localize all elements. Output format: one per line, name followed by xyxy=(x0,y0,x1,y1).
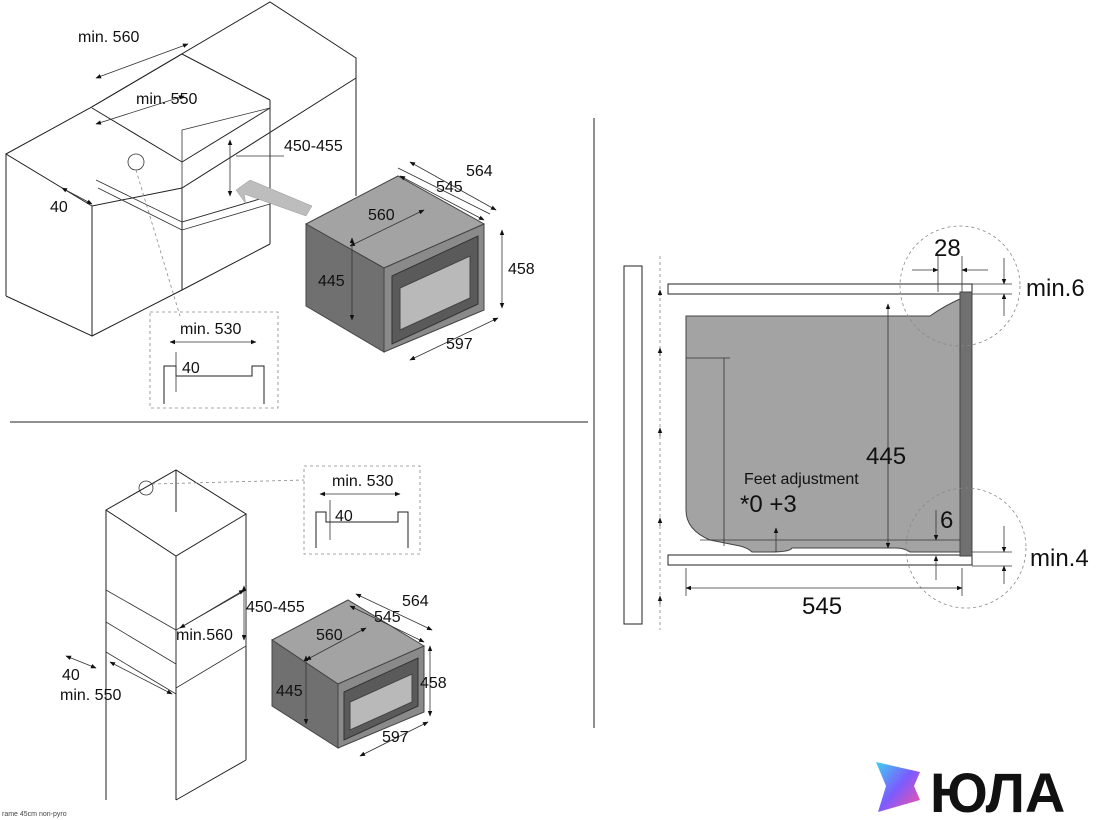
cab-inner-label: min. 550 xyxy=(136,91,197,108)
bl-niche-height-label: 450-455 xyxy=(246,599,305,616)
bottom-left-dimensions: 450-455 min.560 40 min. 550 xyxy=(60,585,305,704)
bl-vent-width-label: min. 530 xyxy=(332,473,393,490)
oven-front-height-label: 458 xyxy=(508,261,535,278)
top-left-dimensions: min. 560 min. 550 450-455 40 xyxy=(50,29,343,216)
bottom-left-oven: 564 545 560 445 458 597 xyxy=(271,593,447,757)
bl-vent-depth-label: 40 xyxy=(335,508,353,525)
yula-logo-mark xyxy=(876,762,920,812)
height-label: 445 xyxy=(866,443,906,470)
bl-cab-width-label: min.560 xyxy=(176,627,233,644)
bl-oven-front-width-label: 597 xyxy=(382,729,409,746)
top-left-cabinet xyxy=(4,1,357,337)
oven-depth-label: 545 xyxy=(436,179,463,196)
yula-logo-text: ЮЛА xyxy=(930,761,1065,820)
bl-cab-inner-label: min. 550 xyxy=(60,687,121,704)
vent-depth-label: 40 xyxy=(182,360,200,377)
footer-caption: rame 45cm non-pyro xyxy=(2,811,67,818)
oven-width-label: 560 xyxy=(368,207,395,224)
top-gap-label: min.6 xyxy=(1026,275,1085,302)
oven-height-label: 445 xyxy=(318,273,345,290)
bl-oven-width-label: 560 xyxy=(316,627,343,644)
feet-adjustment-label: Feet adjustment xyxy=(744,471,859,488)
top-offset-label: 28 xyxy=(934,235,961,262)
bl-oven-depth-total-label: 564 xyxy=(402,593,429,610)
bl-oven-depth-label: 545 xyxy=(374,609,401,626)
bl-oven-height-label: 445 xyxy=(276,683,303,700)
yula-logo: ЮЛА xyxy=(876,761,1065,820)
bl-front-gap-label: 40 xyxy=(62,667,80,684)
oven-depth-total-label: 564 xyxy=(466,163,493,180)
feet-adjustment-value: *0 +3 xyxy=(740,491,797,518)
right-side-section: 28 min.6 445 Feet adjustment *0 +3 6 min… xyxy=(623,225,1089,630)
depth-label: 545 xyxy=(802,593,842,620)
bottom-offset-label: 6 xyxy=(940,507,953,534)
oven-front-width-label: 597 xyxy=(446,336,473,353)
vent-width-label: min. 530 xyxy=(180,321,241,338)
top-left-oven: 564 545 560 445 458 597 xyxy=(304,161,535,361)
bottom-left-vent-detail: min. 530 40 xyxy=(303,465,421,555)
niche-height-label: 450-455 xyxy=(284,138,343,155)
cab-width-label: min. 560 xyxy=(78,29,139,46)
top-left-vent-detail: min. 530 40 xyxy=(149,311,279,409)
bottom-gap-label: min.4 xyxy=(1030,545,1089,572)
bl-oven-front-height-label: 458 xyxy=(420,675,447,692)
front-gap-label: 40 xyxy=(50,199,68,216)
